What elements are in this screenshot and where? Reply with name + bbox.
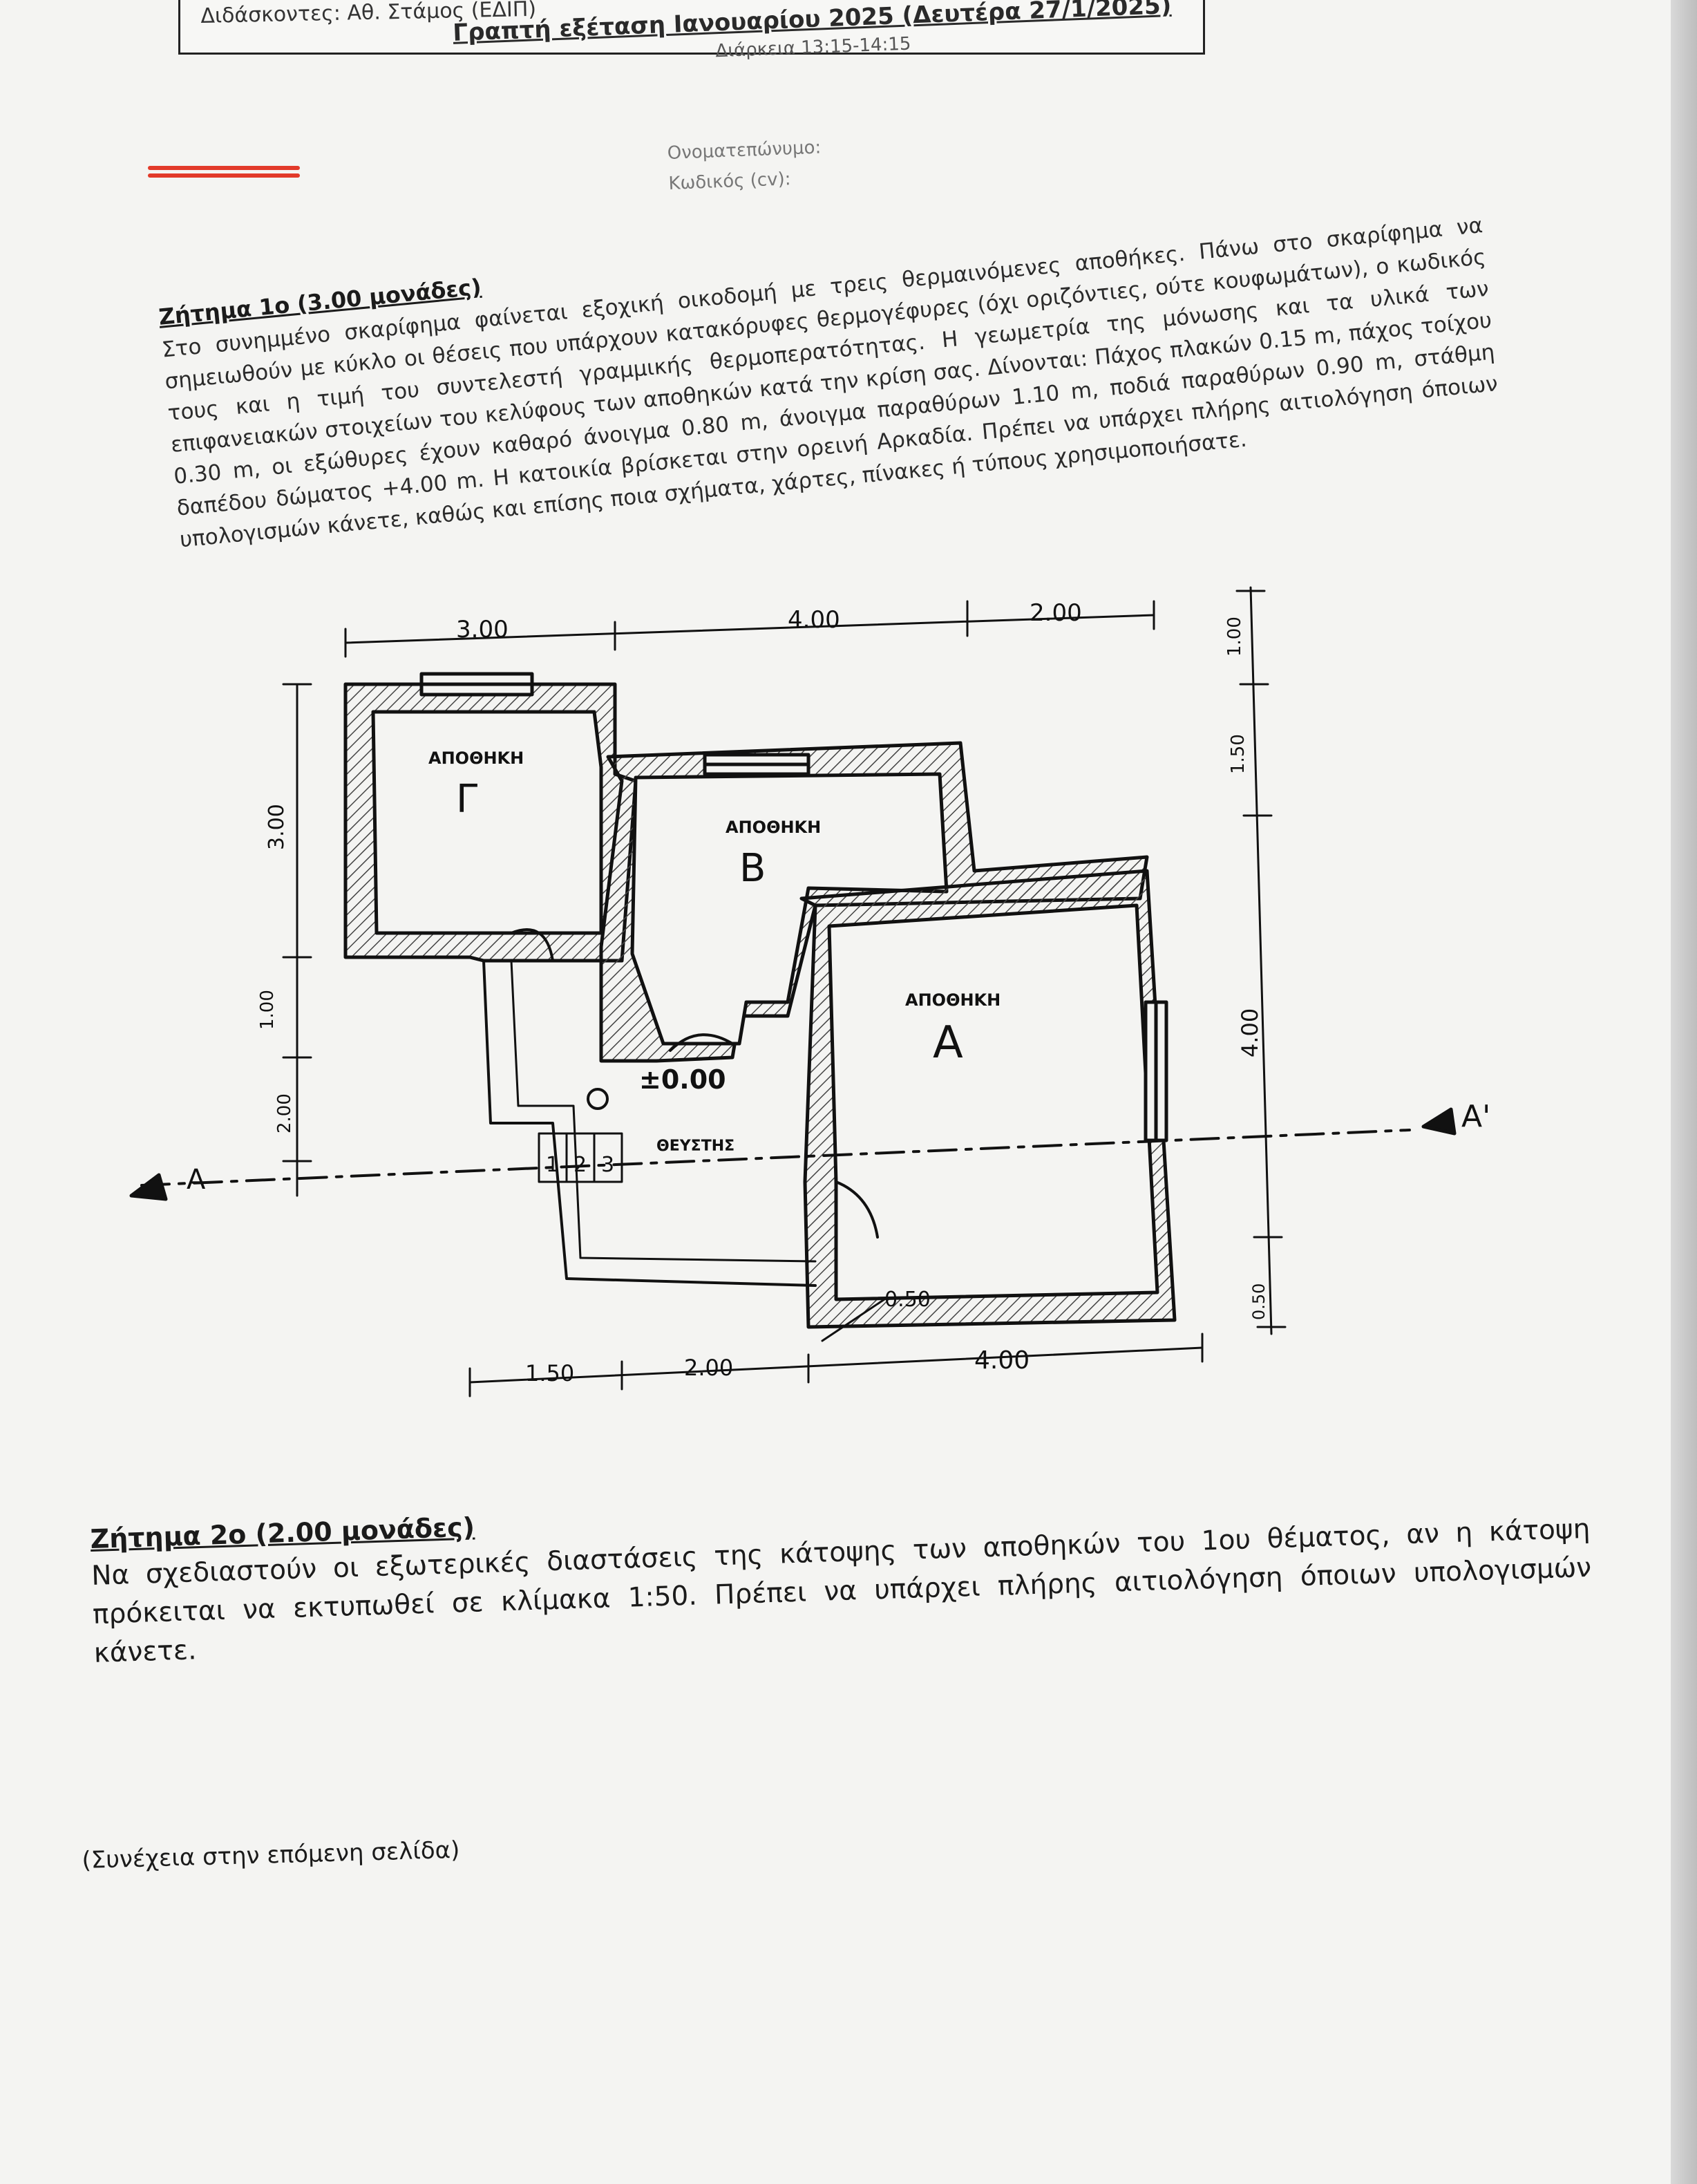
lobby-label: ΘΕΥΣΤΗΣ <box>656 1138 734 1155</box>
dim-top-1: 3.00 <box>456 616 509 643</box>
red-redaction-mark <box>148 166 300 181</box>
step-2: 2 <box>573 1153 587 1177</box>
step-1: 1 <box>546 1153 559 1177</box>
dim-right-2: 1.50 <box>1228 734 1249 774</box>
dim-left-3: 2.00 <box>274 1093 295 1133</box>
dim-right-3: 4.00 <box>1237 1008 1263 1057</box>
question-2: Ζήτημα 2ο (2.00 μονάδες) Να σχεδιαστούν … <box>90 1477 1593 1673</box>
dim-right-1: 1.00 <box>1224 616 1245 657</box>
dim-top-2: 4.00 <box>788 606 840 634</box>
continue-note: (Συνέχεια στην επόμενη σελίδα) <box>82 1836 460 1874</box>
student-fields: Ονοματεπώνυμο: Κωδικός (cv): <box>667 132 823 198</box>
dim-bottom-3: 4.00 <box>974 1346 1030 1375</box>
room-g-label: ΑΠΟΘΗΚΗ <box>428 749 524 768</box>
dim-right-4: 0.50 <box>1249 1283 1269 1320</box>
question-1: Ζήτημα 1ο (3.00 μονάδες) Στο συνημμένο σ… <box>158 179 1502 556</box>
lobby-outline <box>482 959 817 1287</box>
dim-top-3: 2.00 <box>1030 599 1082 627</box>
code-field-label: Κωδικός (cv): <box>667 169 791 194</box>
level-label: ±0.00 <box>639 1064 726 1095</box>
room-b-letter: Β <box>739 846 766 891</box>
section-label-left: Α <box>187 1164 206 1196</box>
dim-left-1: 3.00 <box>265 804 289 850</box>
dim-left-2: 1.00 <box>257 990 278 1030</box>
page-edge-shadow <box>1671 0 1697 2184</box>
room-a-letter: Α <box>933 1017 963 1069</box>
step-3: 3 <box>601 1153 614 1177</box>
room-a-label: ΑΠΟΘΗΚΗ <box>905 990 1001 1010</box>
room-g-letter: Γ <box>456 777 477 822</box>
section-line <box>140 1129 1411 1187</box>
dim-note: 0.50 <box>884 1288 931 1312</box>
dim-bottom-2: 2.00 <box>684 1355 733 1381</box>
name-field-label: Ονοματεπώνυμο: <box>667 137 822 164</box>
header-box <box>178 0 1205 55</box>
dim-bottom-1: 1.50 <box>525 1360 574 1386</box>
section-label-right: Α' <box>1461 1099 1490 1134</box>
floor-plan-sketch: ΑΠΟΘΗΚΗ Γ ΑΠΟΘΗΚΗ Β ΑΠΟΘΗΚΗ Α ΘΕΥΣΤΗΣ ±0… <box>129 586 1490 1397</box>
room-b-label: ΑΠΟΘΗΚΗ <box>726 818 821 837</box>
